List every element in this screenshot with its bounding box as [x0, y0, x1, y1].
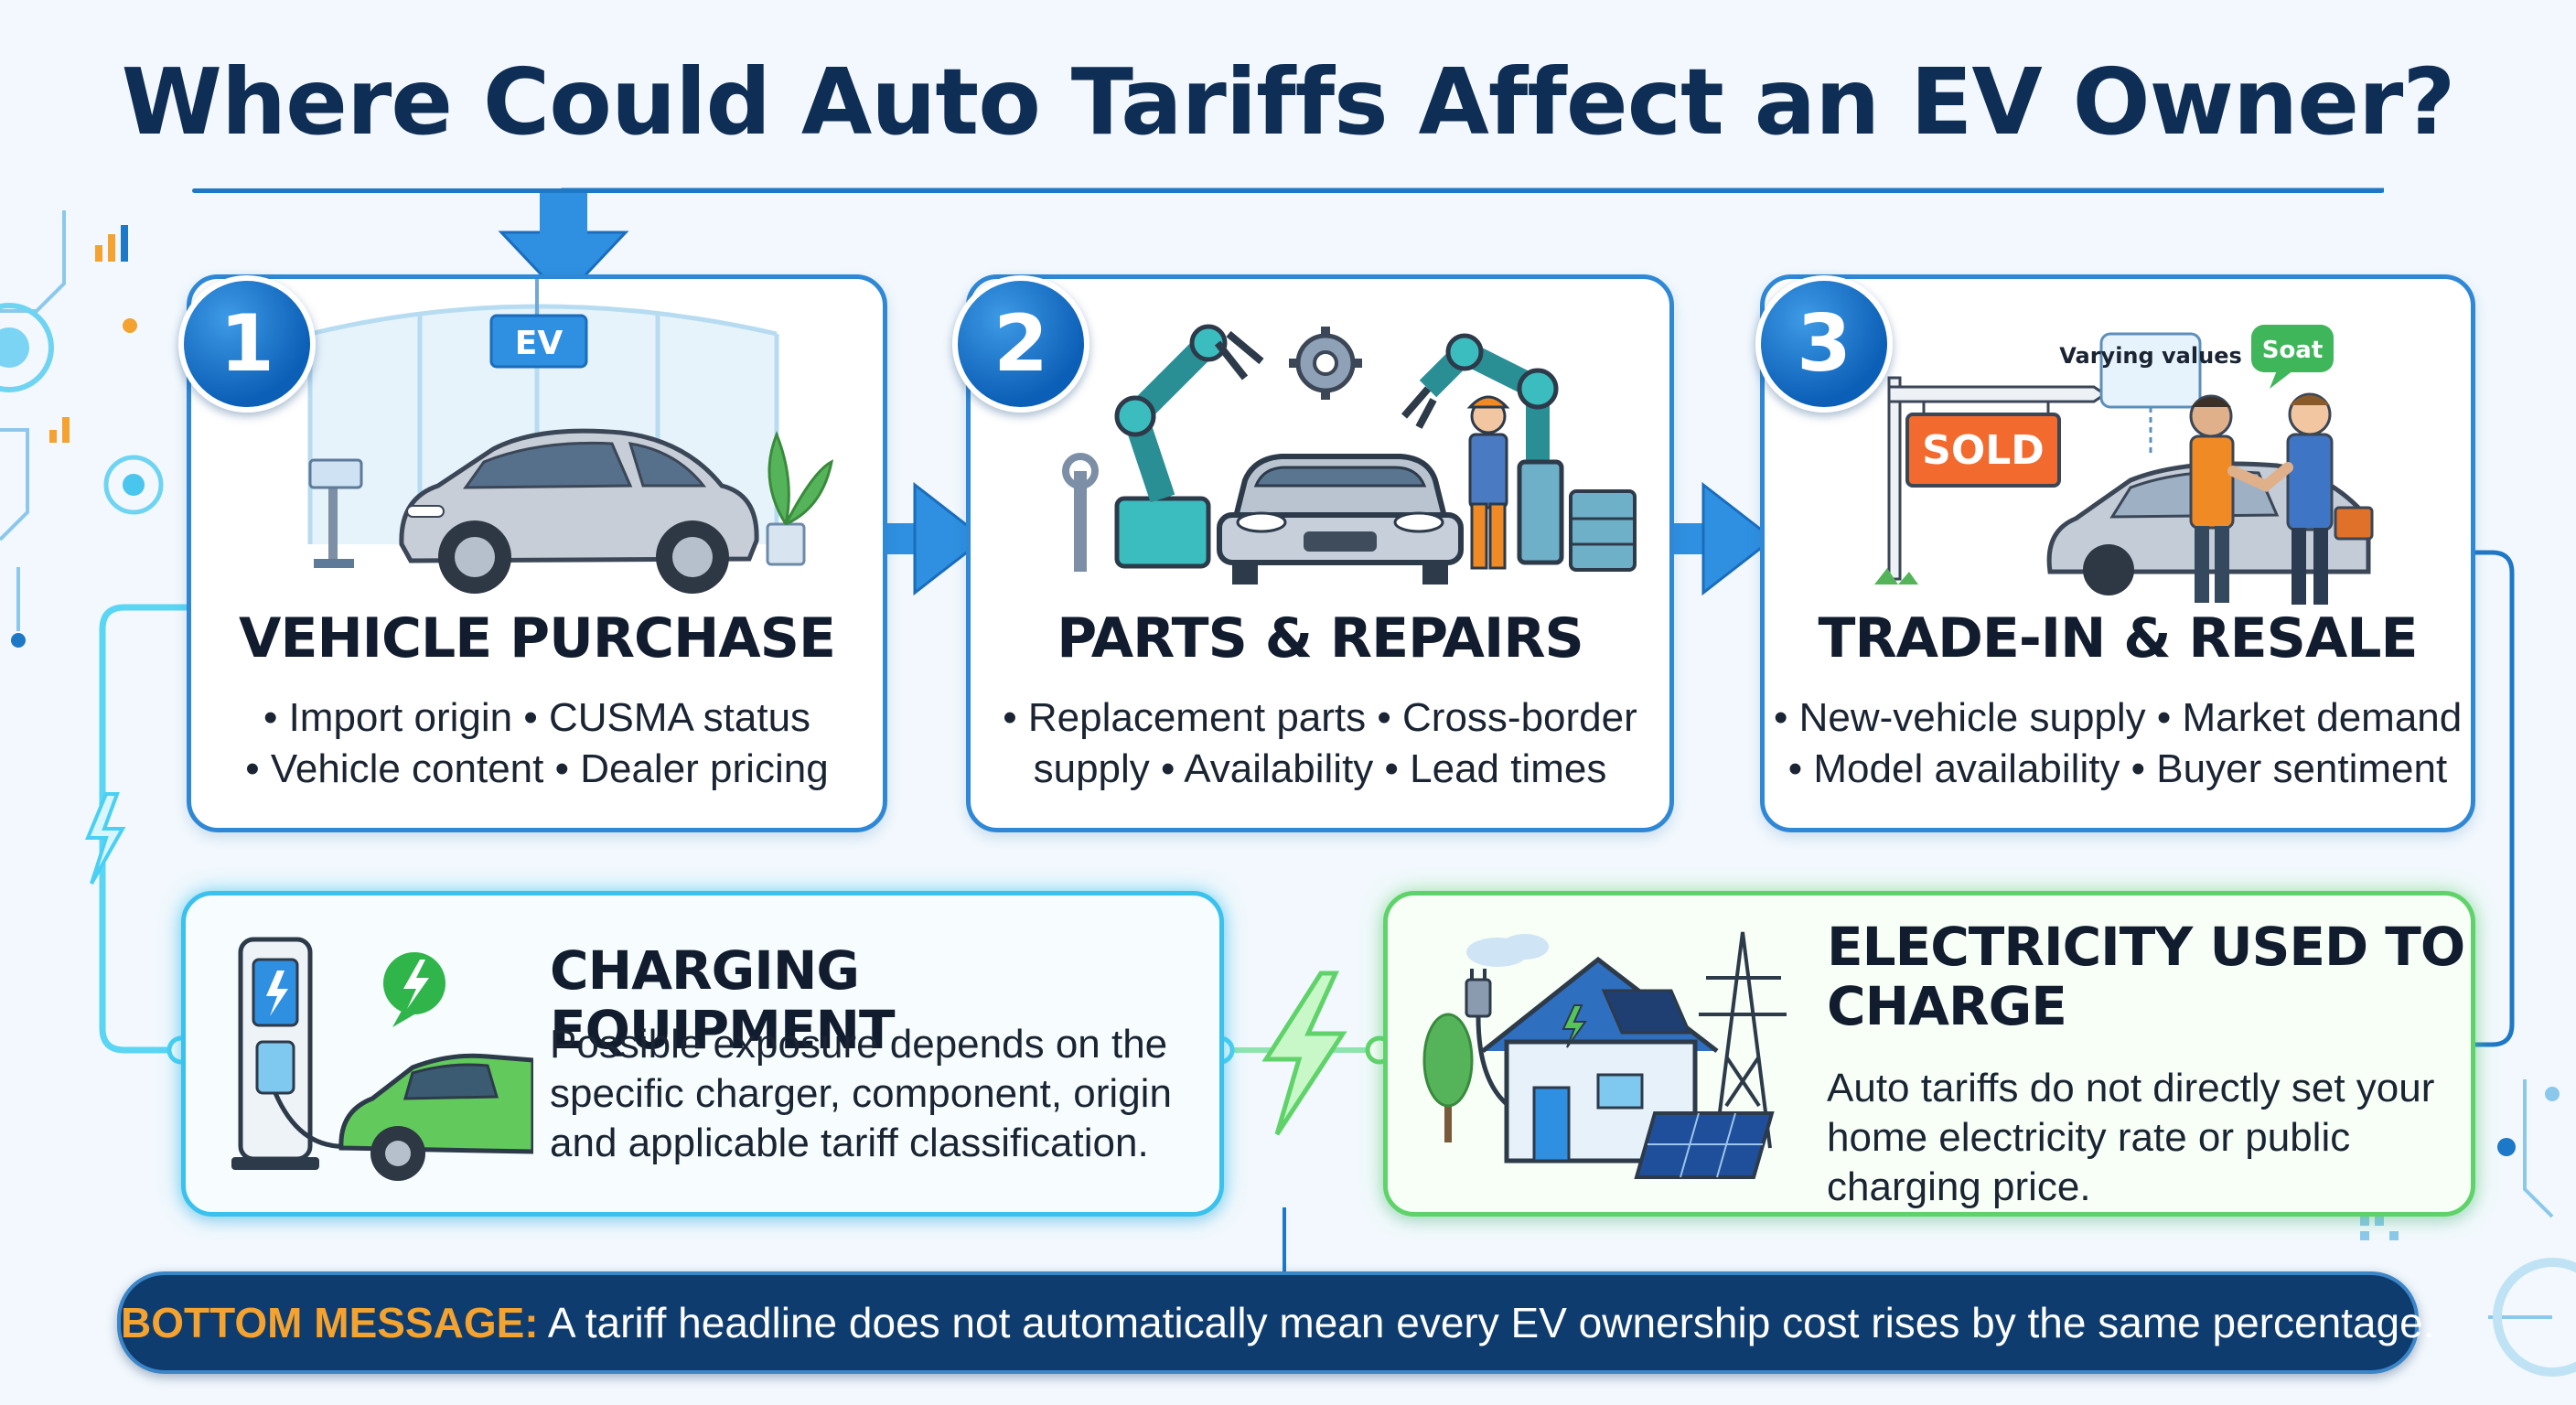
handshake-icon — [2189, 392, 2374, 605]
bullet-line: supply • Availability • Lead times — [1033, 746, 1607, 791]
ev-charger-icon — [231, 937, 370, 1170]
right-circuit-decor — [2488, 1079, 2554, 1319]
bottom-message-text: A tariff headline does not automatically… — [538, 1299, 2435, 1346]
left-ring-icon — [0, 303, 54, 392]
lightning-bubble-icon — [383, 952, 445, 1027]
resale-illustration: SOLD Varying values Soat — [1874, 325, 2374, 605]
car-front-icon — [1217, 454, 1464, 585]
card-parts-repairs: 2 PARTS & REPAIRS • Replacement parts • … — [952, 274, 1674, 832]
card-title: TRADE-IN & RESALE — [1818, 606, 2419, 670]
bottom-message-bar: BOTTOM MESSAGE: A tariff headline does n… — [117, 1271, 2434, 1374]
card-bullets: • New-vehicle supply • Market demand • M… — [1774, 692, 2462, 795]
ev-sign — [489, 314, 588, 369]
left-circuit-decor — [0, 210, 66, 631]
ev-showroom-illustration: EV — [307, 279, 834, 594]
bottom-message-label: BOTTOM MESSAGE: — [121, 1299, 539, 1346]
bubble-text-line: Varying values — [2059, 343, 2242, 369]
card-bullets: • Replacement parts • Cross-border suppl… — [980, 692, 1660, 795]
bullet-line: • Model availability • Buyer sentiment — [1787, 746, 2448, 791]
svg-text:EV: EV — [515, 325, 564, 362]
bullet-line: • Vehicle content • Dealer pricing — [245, 746, 829, 791]
robot-arm-icon — [1114, 324, 1264, 569]
bullet-line: • Import origin • CUSMA status — [263, 695, 811, 740]
card-vehicle-purchase: EV 1 VEHICLE PURCHASE • Import origin • … — [178, 274, 887, 832]
sold-sign — [1905, 413, 2061, 488]
bullet-line: • Replacement parts • Cross-border — [1003, 695, 1637, 740]
svg-text:Varying values: Varying values — [2059, 343, 2242, 369]
svg-text:SOLD: SOLD — [1922, 427, 2045, 474]
ev-car-icon — [338, 1053, 533, 1181]
repair-shop-illustration — [1062, 324, 1637, 585]
charger-illustration — [231, 937, 533, 1181]
card-charging-equipment: CHARGING EQUIPMENT Possible exposure dep… — [181, 891, 1224, 1217]
card-title: VEHICLE PURCHASE — [239, 606, 836, 670]
title-rule — [192, 188, 2384, 193]
solar-panel-icon — [1634, 1111, 1775, 1179]
card-description: Auto tariffs do not directly set your ho… — [1827, 1066, 2435, 1209]
card-trade-in-resale: SOLD Varying values Soat — [1755, 274, 2475, 832]
home-solar-illustration — [1422, 931, 1787, 1179]
lightning-icon — [1261, 971, 1347, 1136]
step-number-3: 3 — [1755, 275, 1893, 413]
power-tower-icon — [1699, 931, 1787, 1149]
card-description: Possible exposure depends on the specifi… — [550, 1022, 1172, 1165]
svg-text:Soat: Soat — [2262, 337, 2324, 364]
solar-house-icon — [1481, 956, 1719, 1164]
title-flow-line — [561, 188, 2384, 236]
speech-bubble — [2251, 325, 2334, 372]
lightning-icon — [85, 792, 126, 885]
ev-car-icon — [399, 428, 759, 594]
card-title: CHARGING EQUIPMENT — [550, 939, 896, 1061]
robot-arm-icon — [1401, 333, 1564, 565]
gear-icon — [1289, 327, 1362, 400]
card-bullets: • Import origin • CUSMA status • Vehicle… — [200, 692, 874, 795]
mechanic-icon — [1466, 395, 1510, 570]
card-electricity: ELECTRICITY USED TO CHARGE Auto tariffs … — [1383, 891, 2475, 1217]
step-number-1: 1 — [178, 275, 316, 413]
right-arrow-icon — [1663, 481, 1776, 596]
step-number-2: 2 — [952, 275, 1089, 413]
bullet-line: • New-vehicle supply • Market demand — [1774, 695, 2463, 740]
card-title: PARTS & REPAIRS — [1057, 606, 1583, 670]
card-title: ELECTRICITY USED TO CHARGE — [1827, 916, 2465, 1037]
page-title: Where Could Auto Tariffs Affect an EV Ow… — [121, 48, 2456, 156]
